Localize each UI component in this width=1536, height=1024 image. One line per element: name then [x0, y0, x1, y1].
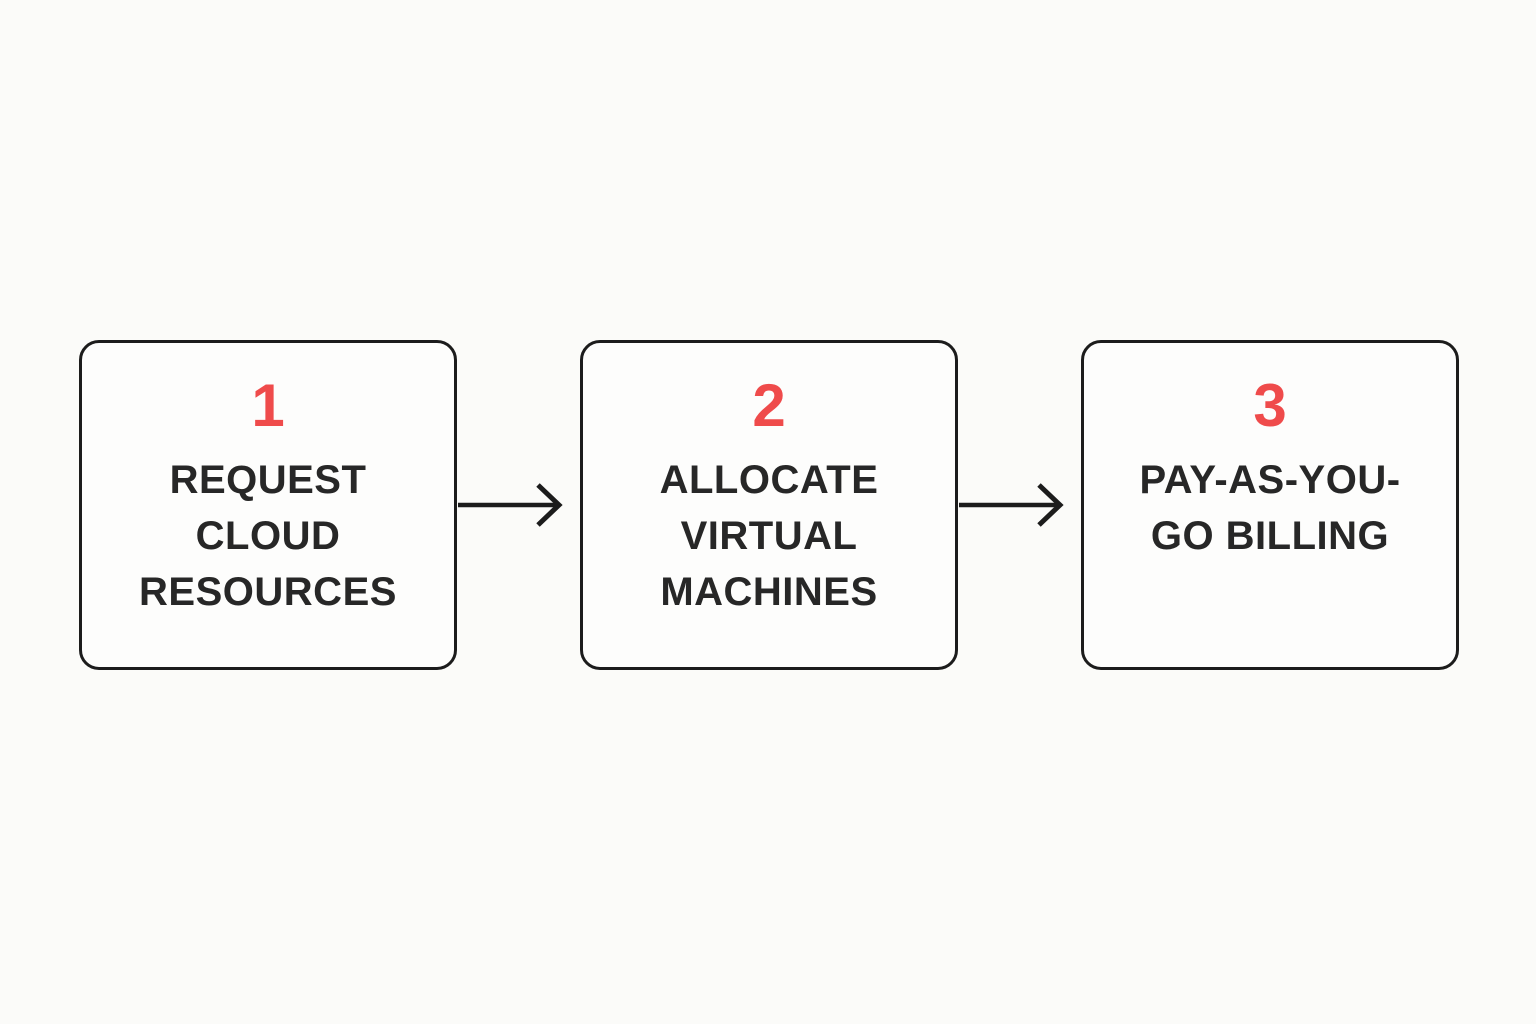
- step-label-line: CLOUD: [195, 514, 341, 558]
- connector-2: [958, 474, 1081, 536]
- process-flow-diagram: 1 REQUEST CLOUD RESOURCES 2 ALLOCATE VIR…: [79, 340, 1459, 670]
- step-label-line: MACHINES: [660, 570, 878, 614]
- step-label-line: PAY-AS-YOU-: [1139, 458, 1401, 502]
- connector-1: [457, 474, 580, 536]
- step-label: REQUEST CLOUD RESOURCES: [82, 452, 454, 620]
- step-label-line: VIRTUAL: [680, 514, 858, 558]
- step-label: ALLOCATE VIRTUAL MACHINES: [583, 452, 955, 620]
- step-label-line: ALLOCATE: [659, 458, 879, 502]
- arrow-right-icon: [458, 483, 563, 527]
- step-number: 1: [251, 372, 285, 439]
- step-label: PAY-AS-YOU- GO BILLING: [1084, 452, 1456, 564]
- step-number: 3: [1253, 372, 1287, 439]
- step-label-line: RESOURCES: [139, 570, 397, 614]
- arrow-right-icon: [959, 483, 1064, 527]
- step-label-line: REQUEST: [169, 458, 367, 502]
- step-box-request-cloud-resources: 1 REQUEST CLOUD RESOURCES: [79, 340, 457, 670]
- step-box-allocate-virtual-machines: 2 ALLOCATE VIRTUAL MACHINES: [580, 340, 958, 670]
- step-number: 2: [752, 372, 786, 439]
- step-box-pay-as-you-go-billing: 3 PAY-AS-YOU- GO BILLING: [1081, 340, 1459, 670]
- step-label-line: GO BILLING: [1150, 514, 1390, 558]
